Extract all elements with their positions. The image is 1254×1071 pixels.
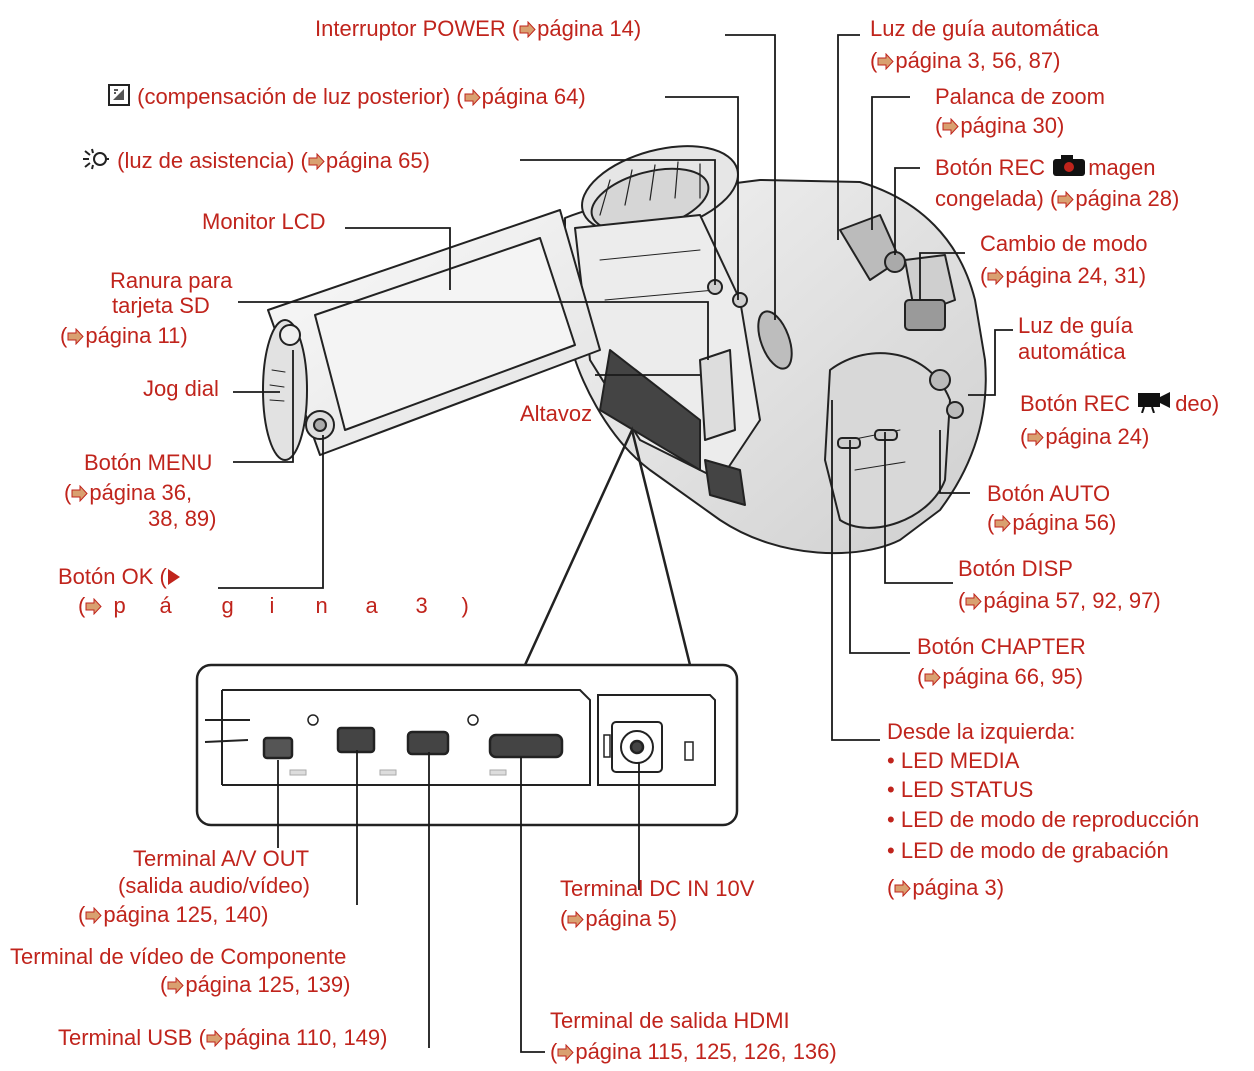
backlight-name: (compensación de luz posterior) [137,84,451,109]
page-ref-icon [206,1030,223,1047]
page-ref-icon [567,911,585,928]
label-guide-light-side-2: automática [1018,339,1126,364]
assist-light-name: (luz de asistencia) [117,148,295,173]
page-ref-icon [167,977,185,994]
label-hdmi-ref: (página 115, 125, 126, 136) [550,1039,837,1064]
page-ref-icon [71,485,89,502]
label-sd-slot-ref: (página 11) [60,323,188,348]
guide-light-top-name: Luz de guía automática [870,16,1099,41]
label-power-switch: Interruptor POWER (página 14) [315,15,641,42]
page-ref-icon [308,153,325,170]
zoom-callout [523,426,692,666]
backlight-icon [108,84,130,106]
label-dc-in-ref: (página 5) [560,906,678,931]
rec-video-name: Botón REC [1020,391,1131,416]
label-usb: Terminal USB (página 110, 149) [58,1025,388,1050]
label-disp-ref: (página 57, 92, 97) [958,588,1161,613]
page-ref-icon [557,1044,575,1061]
page-ref-icon [67,328,85,345]
led-list-item: • LED STATUS [887,777,1034,802]
page-ref-icon [464,89,481,106]
av-out-port [262,736,294,760]
power-switch-name: Interruptor POWER [315,16,506,41]
label-leds-title: Desde la izquierda: [887,719,1076,744]
label-leds-ref: (página 3) [887,875,1005,900]
label-component-ref: (página 125, 139) [160,972,351,997]
label-ok-button: Botón OK ( [58,563,182,590]
label-rec-photo: Botón REC magen [935,153,1156,180]
page-ref-icon [987,268,1005,285]
label-rec-photo-2: congelada) (página 28) [935,186,1180,211]
led-list-item: • LED de modo de reproducción [887,807,1200,832]
label-mode-switch: Cambio de modo [980,230,1148,257]
page-ref-icon [85,907,103,924]
page-ref-icon [85,598,103,615]
power-switch [757,310,793,370]
page-ref-icon [894,880,912,897]
rec-photo-name: Botón REC [935,155,1046,180]
dc-in-port [620,730,654,764]
label-sd-slot-2: tarjeta SD [112,293,210,318]
label-speaker: Altavoz [520,401,593,426]
hdmi-port [488,733,564,759]
label-guide-light-top: Luz de guía automática [870,15,1099,42]
page-ref-icon [994,515,1012,532]
label-dc-in: Terminal DC IN 10V [560,876,755,901]
lcd-monitor-name: Monitor LCD [202,209,326,234]
label-rec-video-ref: (página 24) [1020,424,1150,449]
mode-switch-name: Cambio de modo [980,231,1148,256]
label-menu-button: Botón MENU [84,450,213,475]
label-assist-light: (luz de asistencia) (página 65) [82,147,430,174]
page-ref-icon [924,669,942,686]
label-zoom-ref: (página 30) [935,113,1065,138]
label-hdmi: Terminal de salida HDMI [550,1008,790,1033]
label-jog-dial: Jog dial [143,376,219,401]
camera-icon [1051,153,1087,177]
label-guide-light-side-1: Luz de guía [1018,313,1133,338]
led-list-item: • LED de modo de grabación [887,838,1169,863]
label-zoom-lever: Palanca de zoom [935,83,1105,110]
page-ref-icon [519,21,536,38]
power-switch-ref: (página 14) [511,16,642,41]
label-mode-ref: (página 24, 31) [980,263,1147,288]
label-backlight: (compensación de luz posterior) (página … [108,83,586,110]
label-guide-light-top-ref: (página 3, 56, 87) [870,48,1061,73]
movie-icon [1136,389,1174,413]
led-list-item: • LED MEDIA [887,748,1020,773]
label-av-out-2: (salida audio/vídeo) [118,873,311,898]
label-av-out-ref: (página 125, 140) [78,902,269,927]
label-auto-ref: (página 56) [987,510,1117,535]
label-chapter-ref: (página 66, 95) [917,664,1084,689]
usb-port [406,730,450,756]
label-lcd-monitor: Monitor LCD [202,208,325,235]
leader-lines [218,34,1013,1053]
label-av-out-1: Terminal A/V OUT [133,846,310,871]
label-sd-slot-1: Ranura para [110,268,233,293]
play-icon [167,568,181,586]
label-menu-ref-2: 38, 89) [148,506,217,531]
page-ref-icon [1057,191,1075,208]
label-auto-button: Botón AUTO [987,481,1111,506]
zoom-lever-name: Palanca de zoom [935,84,1105,109]
label-disp-button: Botón DISP [958,556,1073,581]
label-menu-ref: (página 36, [64,480,193,505]
label-rec-video: Botón REC deo) [1020,389,1220,416]
page-ref-icon [942,118,960,135]
assist-light-icon [82,148,110,170]
label-component: Terminal de vídeo de Componente [10,944,347,969]
terminal-panel [195,663,739,827]
page-ref-icon [877,53,895,70]
page-ref-icon [965,593,983,610]
page-ref-icon [1027,429,1045,446]
component-port [336,726,376,754]
label-chapter-button: Botón CHAPTER [917,634,1086,659]
